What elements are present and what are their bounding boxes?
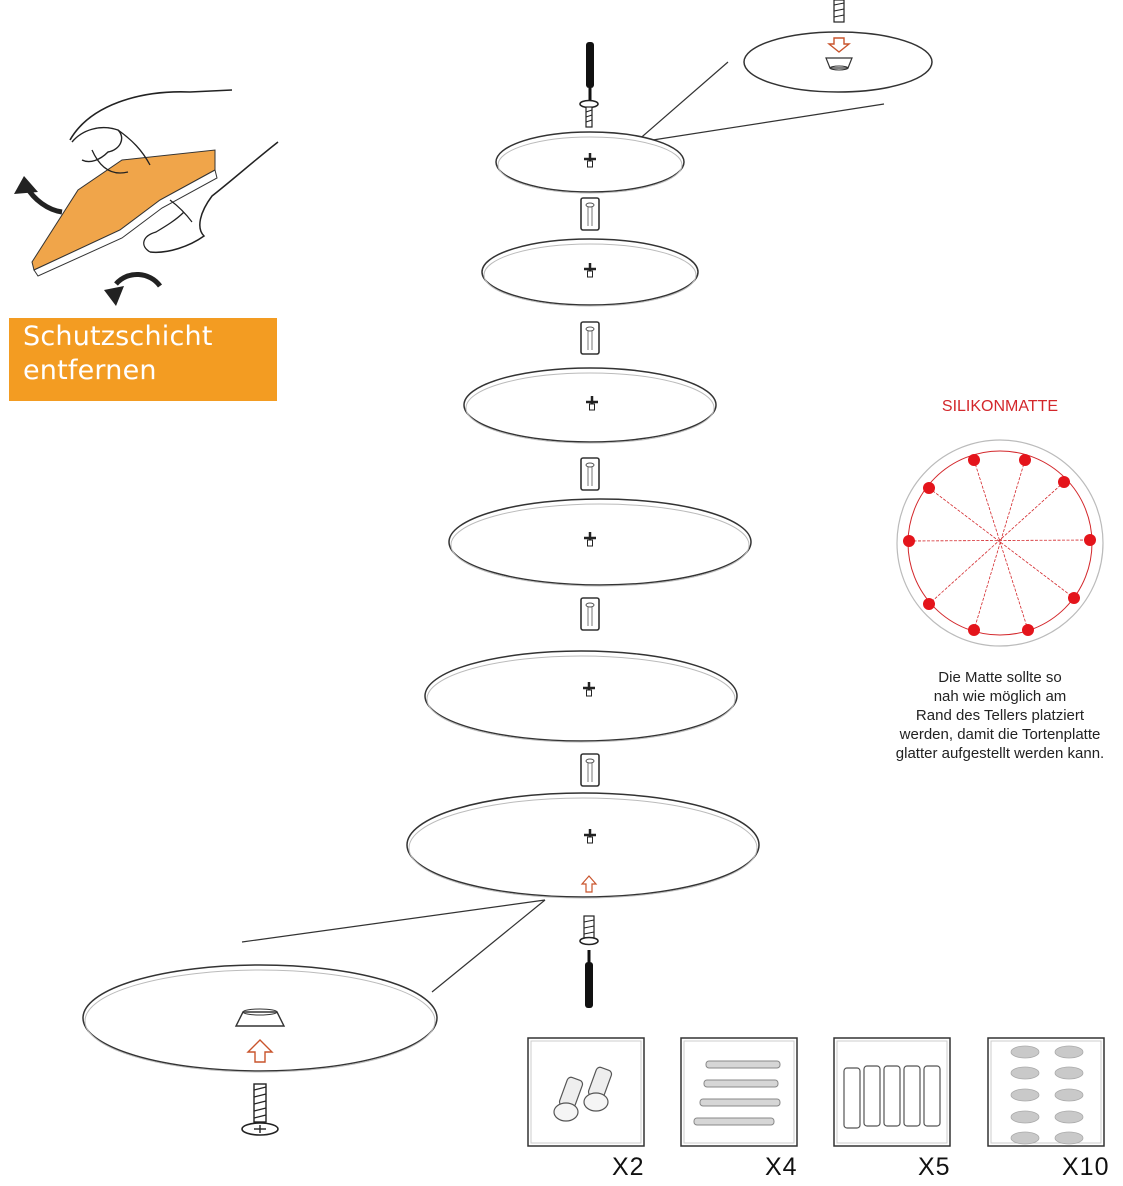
quantity-screws: X2	[612, 1153, 645, 1181]
screw-pair-icon	[553, 1066, 613, 1122]
note-line: nah wie möglich am	[933, 688, 1067, 705]
quantity-pads: X10	[1062, 1153, 1110, 1181]
peeling-hands-illustration	[14, 89, 279, 306]
tier-plate-6	[406, 792, 760, 898]
banner-line-1: Schutzschicht	[23, 321, 213, 352]
bottom-plate-detail	[82, 899, 546, 1136]
parts-box-pads	[987, 1037, 1105, 1147]
note-line: Rand des Tellers platziert	[915, 707, 1085, 724]
note-line: Die Matte sollte so	[938, 669, 1062, 686]
note-line: glatter aufgestellt werden kann.	[895, 745, 1105, 762]
note-line: werden, damit die Tortenplatte	[899, 726, 1101, 743]
screwdriver-bottom-icon	[579, 915, 599, 1008]
silicone-mat-title: SILIKONMATTE	[941, 398, 1059, 415]
parts-box-spacers	[833, 1037, 951, 1147]
silicone-pad-icon	[1010, 1045, 1084, 1145]
tier-plate-5	[424, 650, 738, 742]
spacer-4	[580, 597, 600, 631]
parts-box-rods	[680, 1037, 798, 1147]
spacer-5	[580, 753, 600, 787]
quantity-spacers: X5	[918, 1153, 951, 1181]
top-plate-detail	[635, 0, 933, 143]
remove-protective-layer-banner: Schutzschicht entfernen	[9, 318, 277, 401]
banner-line-2: entfernen	[23, 355, 157, 386]
threaded-rod-icon	[693, 1060, 781, 1126]
tier-plate-4	[448, 498, 752, 586]
quantity-rods: X4	[765, 1153, 798, 1181]
silicone-mat-diagram	[896, 439, 1104, 647]
spacer-2	[580, 321, 600, 355]
silicone-mat-note: Die Matte sollte so nah wie möglich am R…	[872, 668, 1123, 763]
spacer-tube-icon	[843, 1065, 941, 1129]
parts-box-screws	[527, 1037, 645, 1147]
tier-stack	[406, 131, 760, 899]
spacer-1	[580, 197, 600, 231]
spacer-3	[580, 457, 600, 491]
